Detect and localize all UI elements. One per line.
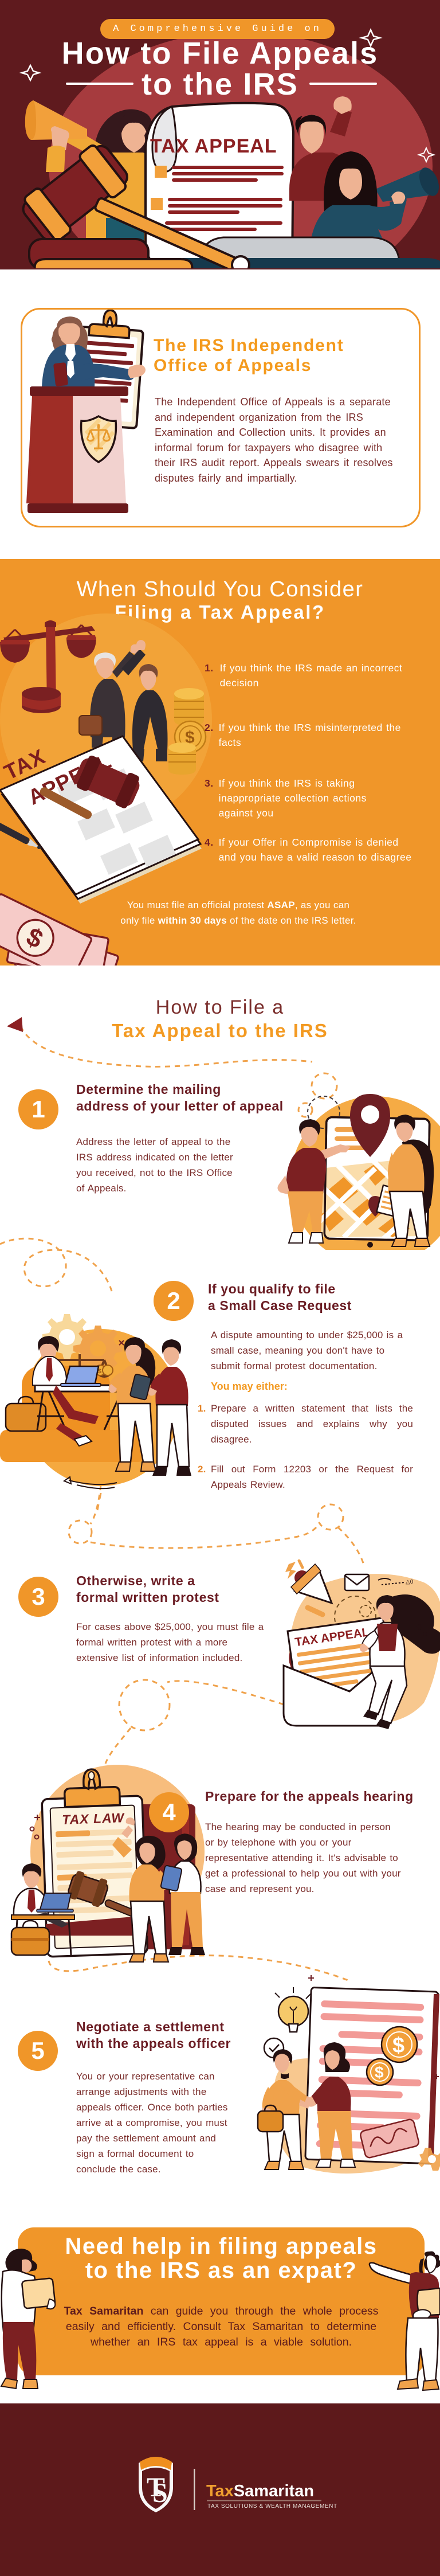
- svg-text:$: $: [98, 1368, 101, 1375]
- svg-text:TAX SOLUTIONS & WEALTH MANAGEM: TAX SOLUTIONS & WEALTH MANAGEMENT: [207, 2503, 337, 2509]
- svg-text:S: S: [152, 2478, 168, 2508]
- svg-text:TaxSamaritan: TaxSamaritan: [206, 2482, 314, 2500]
- svg-text:$: $: [185, 728, 195, 747]
- svg-text:TAX APPEAL: TAX APPEAL: [150, 135, 277, 157]
- svg-text:TAX LAW: TAX LAW: [62, 1810, 125, 1827]
- svg-text:$: $: [392, 2034, 404, 2058]
- svg-text:$: $: [375, 2063, 384, 2081]
- svg-text:T: T: [147, 2472, 165, 2503]
- svg-text:△0: △0: [406, 1579, 414, 1585]
